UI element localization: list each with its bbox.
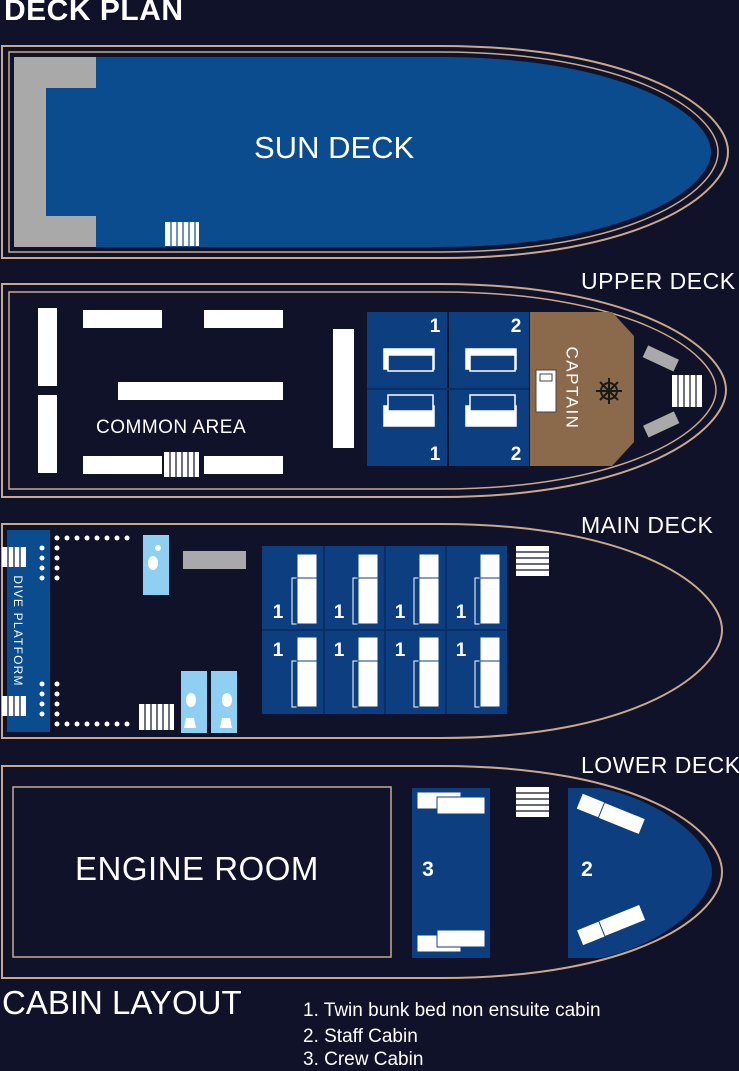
staff-cabin-number: 2	[581, 858, 593, 881]
engine-room-label: ENGINE ROOM	[75, 850, 319, 887]
dive-platform-label: DIVE PLATFORM	[11, 575, 25, 686]
staff-cabin	[568, 788, 712, 958]
lower-deck-label: LOWER DECK	[581, 752, 739, 778]
sun-deck-label: SUN DECK	[254, 130, 415, 165]
crew-cabin-number: 3	[422, 858, 434, 881]
legend-item: 3. Crew Cabin	[303, 1049, 424, 1070]
main-deck-bathrooms	[143, 535, 237, 733]
main-cabin-number: 1	[273, 602, 284, 623]
main-deck-cabins: 1 1 1 1 1 1 1 1	[262, 546, 507, 714]
main-cabin-number: 1	[334, 640, 345, 661]
main-deck-counter	[183, 551, 246, 569]
upper-deck-stairs-icon	[164, 452, 199, 477]
main-cabin-number: 1	[273, 640, 284, 661]
sun-deck-stairs-icon	[165, 222, 199, 246]
main-deck: DIVE PLATFORM	[1, 523, 724, 739]
main-cabin-number: 1	[456, 640, 467, 661]
dive-tank-racks	[39, 535, 130, 727]
common-area-label: COMMON AREA	[96, 417, 247, 438]
dive-platform	[7, 530, 50, 732]
common-area-furniture	[38, 308, 354, 474]
legend-item: 2. Staff Cabin	[303, 1026, 418, 1047]
main-cabin-number: 1	[334, 602, 345, 623]
page-title: DECK PLAN	[4, 0, 184, 27]
main-deck-label: MAIN DECK	[581, 512, 714, 538]
captain-cabin	[530, 312, 634, 466]
legend-item: 1. Twin bunk bed non ensuite cabin	[303, 1000, 601, 1021]
upper-cabin-number: 2	[511, 316, 522, 337]
main-cabin-number: 1	[395, 602, 406, 623]
sun-deck-shade-structure	[14, 57, 96, 247]
sun-deck-floor	[14, 57, 711, 247]
cabin-layout-heading: CABIN LAYOUT	[2, 984, 242, 1021]
ship-wheel-icon	[596, 378, 622, 404]
lower-deck-stairs-icon	[516, 787, 549, 817]
bridge-seats	[642, 345, 680, 438]
upper-deck: 1 2 1 2 CAPTAIN	[1, 283, 728, 498]
upper-cabin-number: 2	[511, 444, 522, 465]
main-deck-forward-stairs-icon	[516, 546, 549, 576]
upper-deck-cabins: 1 2 1 2	[367, 312, 529, 466]
upper-cabin-number: 1	[430, 316, 441, 337]
sun-deck	[1, 45, 730, 259]
main-deck-aft-stairs-icon	[139, 704, 174, 730]
upper-cabin-number: 1	[430, 444, 441, 465]
lower-deck: 3 2	[1, 765, 724, 979]
main-cabin-number: 1	[395, 640, 406, 661]
captain-label: CAPTAIN	[563, 347, 582, 430]
upper-deck-bow-stairs-icon	[672, 375, 702, 407]
upper-deck-label: UPPER DECK	[581, 268, 736, 294]
main-cabin-number: 1	[456, 602, 467, 623]
engine-room	[12, 786, 392, 958]
